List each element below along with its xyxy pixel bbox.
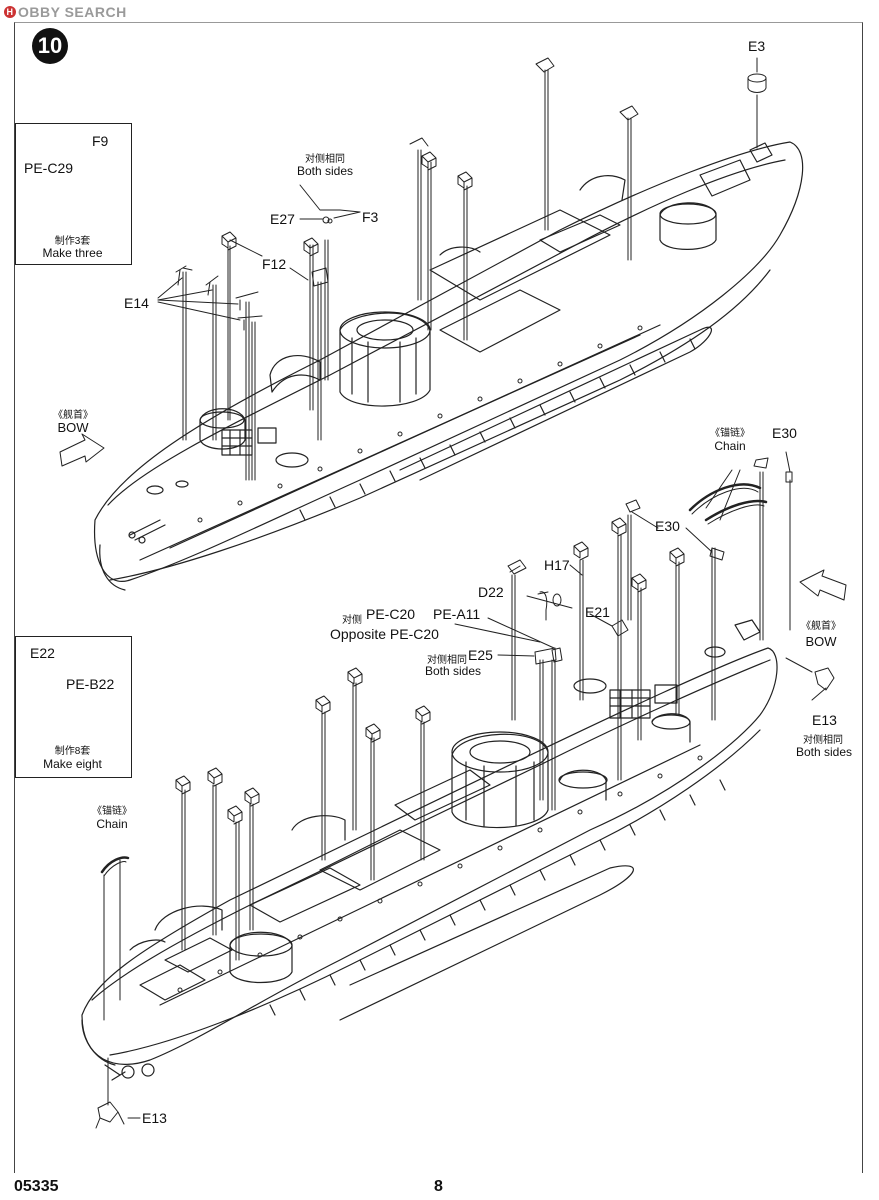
bow-arrow-upper — [59, 433, 105, 467]
part-label-e30-mid: E30 — [655, 518, 680, 534]
opposite-part: PE-C20 — [366, 606, 416, 622]
page-frame — [14, 22, 863, 1173]
part-label-f3: F3 — [362, 209, 379, 225]
part-label-e27: E27 — [270, 211, 295, 227]
part-label-f9: F9 — [92, 133, 109, 149]
kit-code: 05335 — [14, 1178, 59, 1195]
page-number: 8 — [434, 1178, 443, 1195]
chain-left-en: Chain — [96, 817, 128, 831]
lower-bow-en: BOW — [805, 634, 837, 649]
inset-make-three — [15, 123, 132, 265]
watermark: H OBBY SEARCH — [4, 4, 127, 20]
upper-ship-parts — [157, 57, 767, 481]
opposite-en: Opposite PE-C20 — [330, 626, 439, 642]
chain-left-cn: 《锚链》 — [92, 806, 132, 817]
part-label-e14: E14 — [124, 295, 149, 311]
opposite-cn: 对侧 — [342, 615, 362, 626]
part-label-e13-bottom: E13 — [142, 1110, 167, 1126]
part-label-e13-right: E13 — [812, 712, 837, 728]
chain-right-cn: 《锚链》 — [710, 428, 750, 439]
inset-make-eight — [15, 636, 132, 778]
step-number-badge: 10 — [32, 28, 68, 64]
inset-top-cn: 制作3套 — [54, 236, 91, 247]
part-label-e3: E3 — [748, 38, 766, 54]
lower-both-sides-cn: 对侧相同 — [427, 655, 467, 666]
part-label-e25: E25 — [468, 647, 493, 663]
upper-ship-hull — [93, 141, 804, 591]
part-label-e21: E21 — [585, 604, 610, 620]
bow-arrow-lower — [799, 569, 847, 601]
part-label-h17: H17 — [544, 557, 570, 573]
e13-both-sides-en: Both sides — [795, 745, 853, 759]
lower-both-sides-en: Both sides — [424, 664, 482, 678]
part-label-d22: D22 — [478, 584, 504, 600]
watermark-logo: H — [4, 6, 16, 18]
upper-both-sides-en: Both sides — [296, 164, 354, 178]
inset-bottom-cn: 制作8套 — [54, 746, 91, 757]
lower-bow-cn: 《舰首》 — [801, 621, 841, 632]
part-label-e22: E22 — [30, 645, 55, 661]
upper-bow-cn: 《舰首》 — [53, 410, 93, 421]
part-label-f12: F12 — [262, 256, 287, 272]
lower-ship-hull — [81, 619, 778, 1081]
part-label-pe-b22: PE-B22 — [66, 676, 115, 692]
lower-ship-parts — [95, 451, 835, 1129]
part-label-pe-a11: PE-A11 — [433, 606, 481, 622]
upper-bow-en: BOW — [57, 420, 89, 435]
inset-top-en: Make three — [42, 246, 103, 260]
part-label-e30-top: E30 — [772, 425, 797, 441]
inset-bottom-en: Make eight — [43, 757, 102, 771]
upper-both-sides-cn: 对侧相同 — [305, 154, 345, 165]
chain-right-en: Chain — [714, 439, 746, 453]
watermark-text: OBBY SEARCH — [18, 4, 127, 20]
e13-both-sides-cn: 对侧相同 — [803, 735, 843, 746]
part-label-pe-c29: PE-C29 — [24, 160, 74, 176]
